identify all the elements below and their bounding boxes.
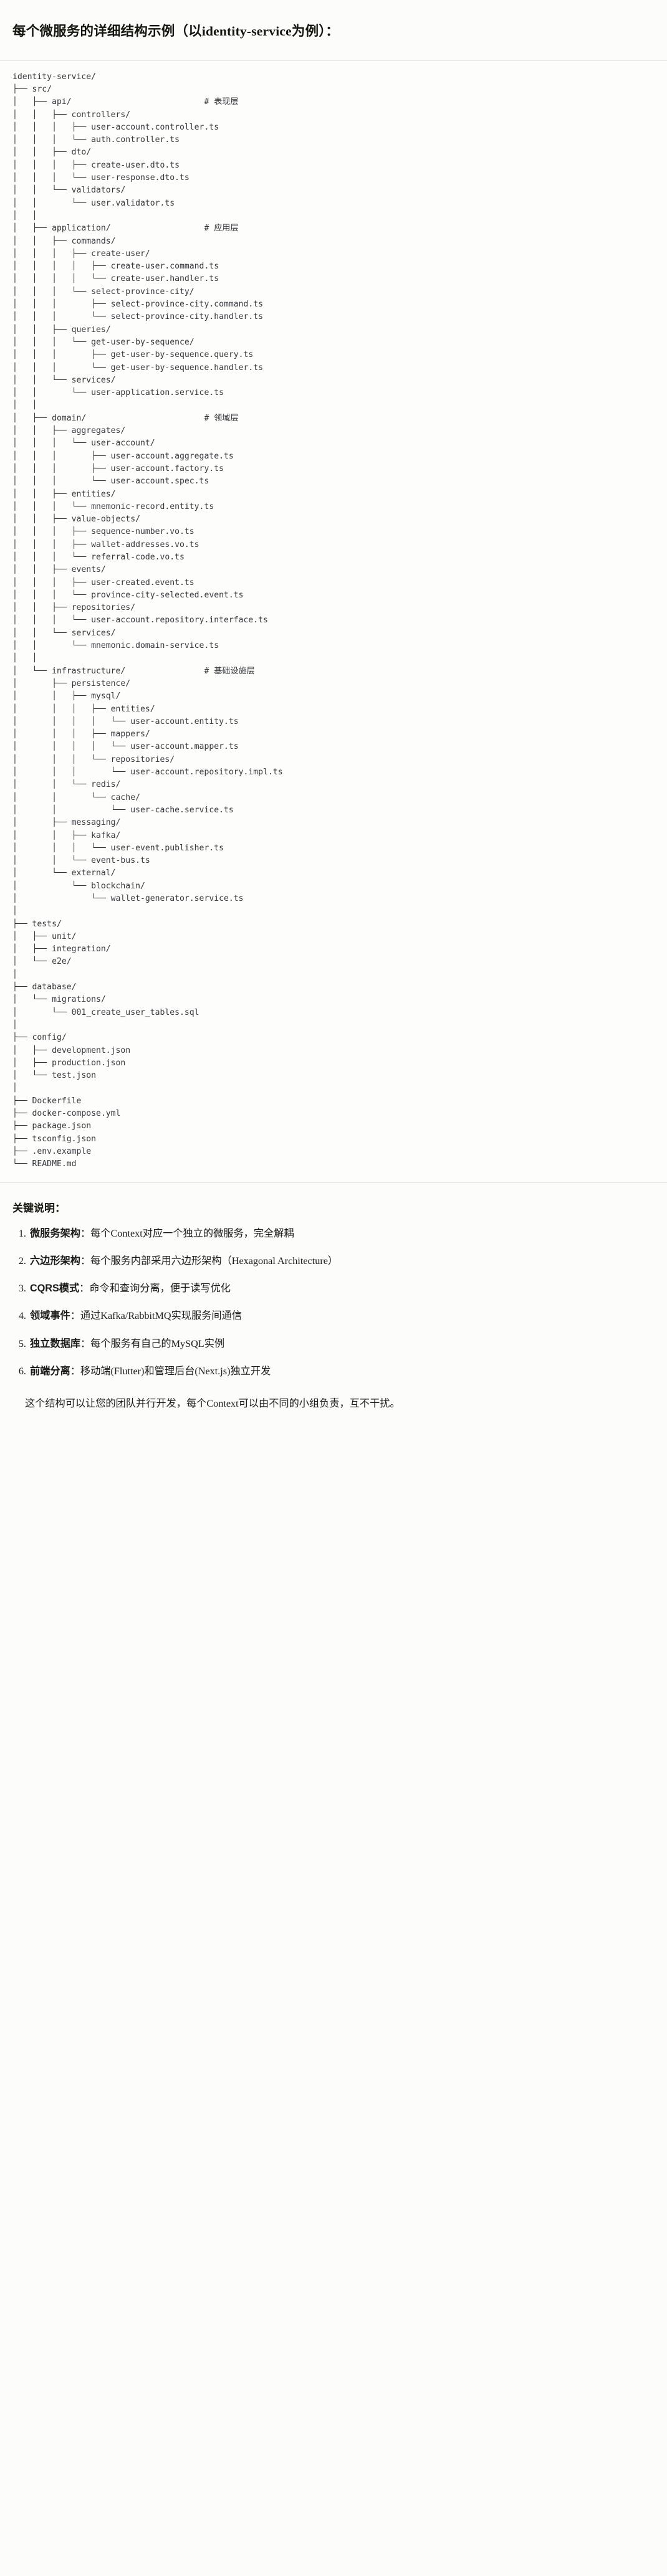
key-note-term: 领域事件 bbox=[30, 1310, 70, 1322]
key-note-term: 微服务架构 bbox=[30, 1227, 80, 1239]
list-item: 领域事件：通过Kafka/RabbitMQ实现服务间通信 bbox=[29, 1308, 655, 1323]
key-note-desc: ：命令和查询分离，便于读写优化 bbox=[79, 1283, 231, 1295]
divider-top bbox=[0, 60, 667, 61]
key-notes-title: 关键说明： bbox=[12, 1202, 65, 1214]
key-note-desc: ：每个服务有自己的MySQL实例 bbox=[80, 1338, 225, 1349]
page-title: 每个微服务的详细结构示例（以identity-service为例）： bbox=[0, 11, 667, 49]
key-notes-section: 关键说明： 微服务架构：每个Context对应一个独立的微服务，完全解耦 六边形… bbox=[0, 1183, 667, 1435]
key-note-term: 前端分离 bbox=[30, 1366, 70, 1377]
key-note-desc: ：移动端(Flutter)和管理后台(Next.js)独立开发 bbox=[70, 1366, 271, 1377]
list-item: 六边形架构：每个服务内部采用六边形架构（Hexagonal Architectu… bbox=[29, 1253, 655, 1268]
divider-bottom bbox=[0, 1182, 667, 1183]
list-item: 微服务架构：每个Context对应一个独立的微服务，完全解耦 bbox=[29, 1226, 655, 1241]
code-block[interactable]: identity-service/ ├── src/ │ ├── api/ # … bbox=[0, 60, 667, 1182]
closing-paragraph: 这个结构可以让您的团队并行开发，每个Context可以由不同的小组负责，互不干扰… bbox=[25, 1398, 400, 1410]
page-title-prefix: 每个微服务的详细结构示例（以 bbox=[12, 23, 202, 39]
page-title-code: identity-service bbox=[201, 23, 292, 39]
list-item: 前端分离：移动端(Flutter)和管理后台(Next.js)独立开发 bbox=[29, 1364, 655, 1379]
key-note-desc: ：通过Kafka/RabbitMQ实现服务间通信 bbox=[70, 1310, 242, 1322]
key-note-desc: ：每个服务内部采用六边形架构（Hexagonal Architecture） bbox=[80, 1255, 338, 1267]
directory-tree: identity-service/ ├── src/ │ ├── api/ # … bbox=[12, 72, 283, 1169]
key-note-term: CQRS模式 bbox=[30, 1283, 80, 1295]
key-note-desc: ：每个Context对应一个独立的微服务，完全解耦 bbox=[80, 1227, 294, 1239]
key-notes-list: 微服务架构：每个Context对应一个独立的微服务，完全解耦 六边形架构：每个服… bbox=[12, 1226, 655, 1379]
document-root: 每个微服务的详细结构示例（以identity-service为例）： ident… bbox=[0, 11, 667, 1435]
key-note-term: 独立数据库 bbox=[30, 1338, 80, 1349]
list-item: 独立数据库：每个服务有自己的MySQL实例 bbox=[29, 1336, 655, 1351]
list-item: CQRS模式：命令和查询分离，便于读写优化 bbox=[29, 1281, 655, 1296]
page-title-suffix: 为例）： bbox=[291, 23, 339, 39]
key-note-term: 六边形架构 bbox=[30, 1255, 80, 1267]
